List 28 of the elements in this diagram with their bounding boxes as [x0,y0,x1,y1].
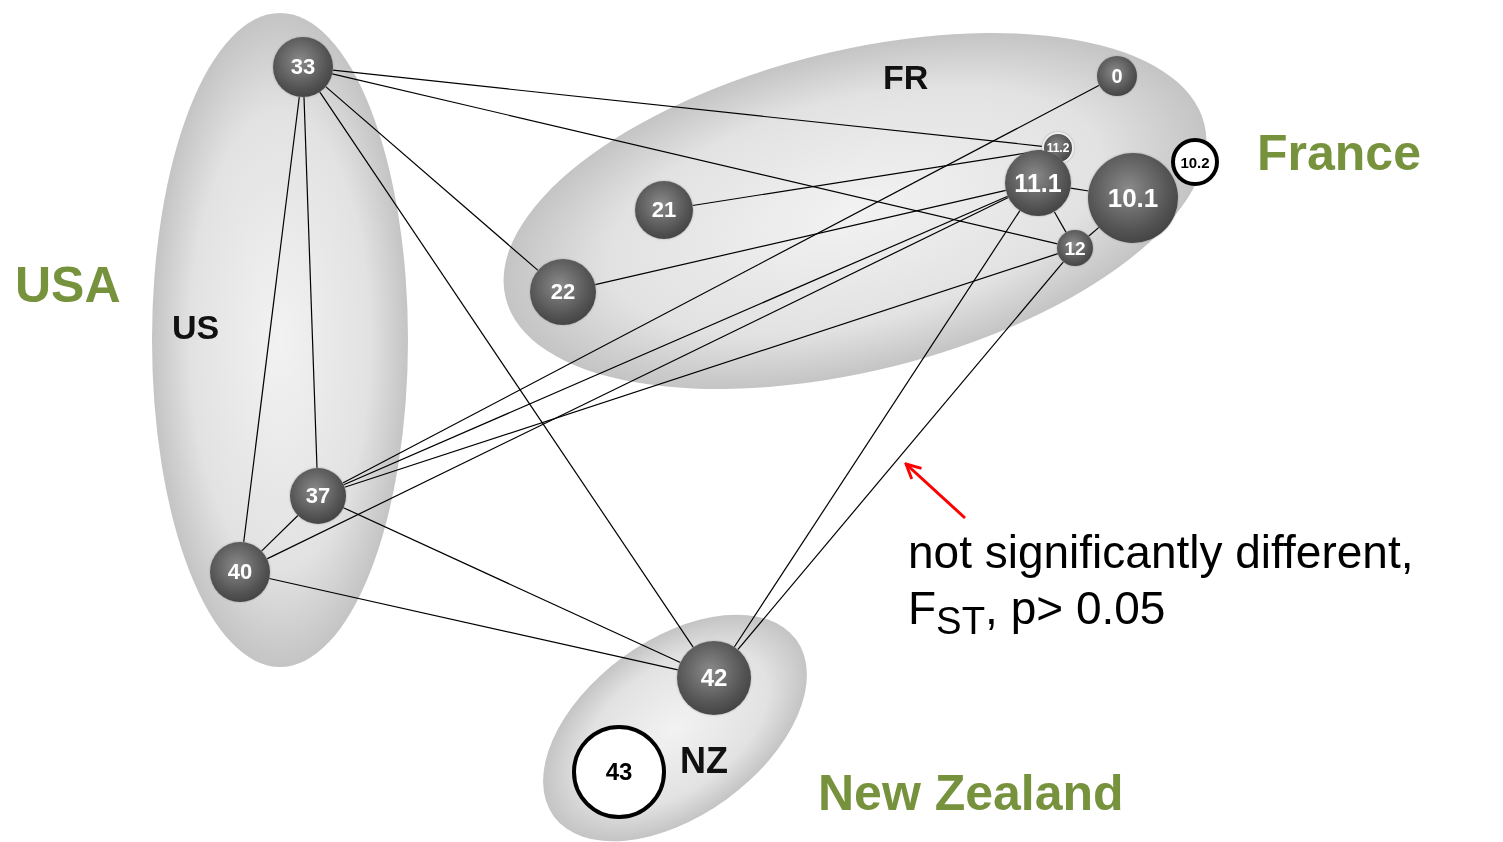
connector-line [343,195,1009,486]
connector-line [737,261,1064,651]
connector-line [342,507,681,664]
region-label: New Zealand [818,768,1124,818]
connector-line [266,196,1009,560]
group-label: NZ [680,743,728,779]
connector-line [1070,187,1090,192]
connector-line [319,91,694,648]
group-label: US [172,310,220,344]
region-label: France [1257,128,1421,178]
connector-line [594,189,1007,286]
connector-line [332,69,1043,147]
connector-line [1053,211,1067,233]
connector-line [1088,226,1100,237]
connector-line [268,577,679,671]
group-label: FR [883,60,929,94]
annotation-text: not significantly different, F$_{ST}$, p> 0.05 [908,524,1503,646]
leader-arrow [904,462,966,520]
connector-line [344,253,1059,488]
connector-line [243,96,300,543]
population-circle: 10.2 [1171,138,1219,186]
connector-line [303,96,318,469]
connector-line [733,210,1021,648]
connector-line [260,514,299,552]
connector-line [325,86,539,271]
region-label: USA [15,260,121,310]
connector-line [342,84,1100,484]
connector-line [331,73,1059,245]
